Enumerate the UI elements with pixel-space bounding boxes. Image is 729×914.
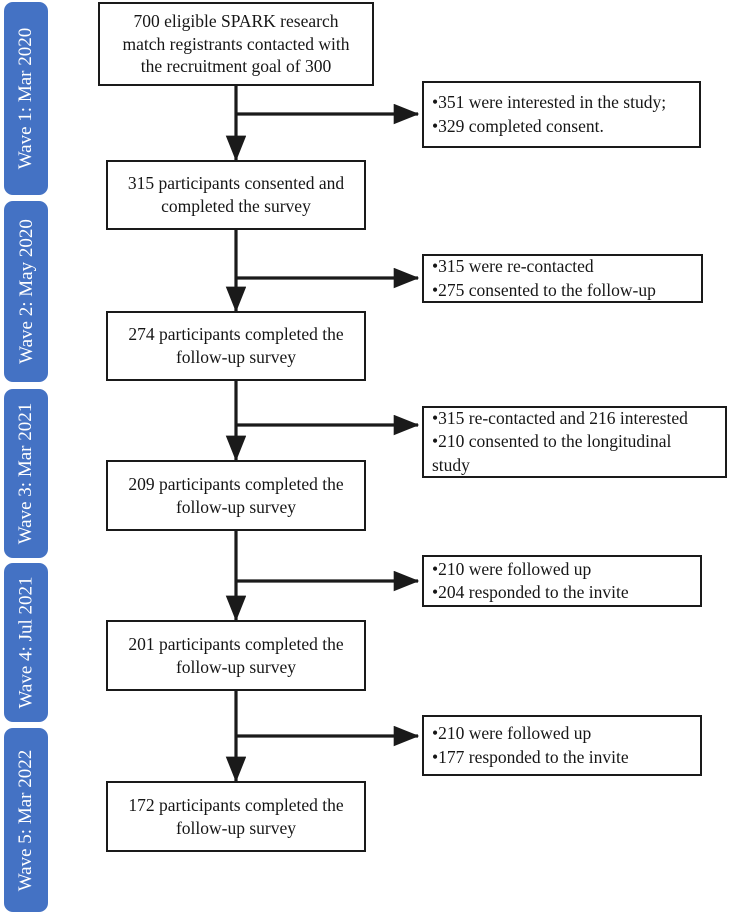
box-text-line: 201 participants completed the [128, 633, 344, 654]
box-text-line: the recruitment goal of 300 [140, 56, 332, 77]
bullet-line: •210 consented to the longitudinal [432, 431, 672, 452]
box-text-line: 274 participants completed the [128, 324, 344, 345]
bullet-line: •315 were re-contacted [432, 256, 594, 277]
bullet-line: •204 responded to the invite [432, 582, 629, 602]
box-text-line: 209 participants completed the [128, 473, 344, 494]
box-text-line: 172 participants completed the [128, 794, 344, 815]
wave-label-1: Wave 1: Mar 2020 [4, 2, 48, 195]
wave-label-text: Wave 3: Mar 2021 [15, 402, 37, 545]
box-text-line: 700 eligible SPARK research [133, 10, 339, 31]
bullet-line: •315 re-contacted and 216 interested [432, 408, 688, 429]
box-text-line: follow-up survey [175, 656, 297, 677]
wave-label-3: Wave 3: Mar 2021 [4, 389, 48, 558]
wave-label-text: Wave 4: Jul 2021 [15, 576, 37, 709]
box-text-line: follow-up survey [175, 817, 297, 838]
box-text-line: match registrants contacted with [122, 33, 350, 54]
wave-label-text: Wave 5: Mar 2022 [15, 749, 37, 891]
side-box-wave3-longitudinal: •315 re-contacted and 216 interested•210… [422, 406, 727, 478]
box-text-line: 315 participants consented and [127, 173, 345, 194]
side-box-wave2-recontact: •315 were re-contacted•275 consented to … [422, 254, 703, 303]
bullet-line: •177 responded to the invite [432, 746, 629, 767]
box-text-line: completed the survey [161, 196, 311, 216]
bullet-line: •210 were followed up [432, 723, 592, 744]
bullet-line: •351 were interested in the study; [432, 92, 667, 113]
bullet-line: •329 completed consent. [432, 115, 604, 136]
bullet-line: study [432, 454, 470, 475]
wave-label-text: Wave 1: Mar 2020 [15, 27, 37, 170]
side-box-wave4-invite: •210 were followed up •204 responded to t… [422, 555, 702, 607]
wave-label-5: Wave 5: Mar 2022 [4, 728, 48, 912]
wave-label-2: Wave 2: May 2020 [4, 201, 48, 382]
box-text-line: follow-up survey [175, 347, 297, 367]
side-box-wave1-interest: •351 were interested in the study;•329 c… [422, 81, 701, 148]
bullet-line: •275 consented to the follow-up [432, 279, 656, 300]
wave-label-4: Wave 4: Jul 2021 [4, 563, 48, 722]
bullet-line: •210 were followed up [432, 558, 592, 579]
side-box-wave5-invite: •210 were followed up•177 responded to t… [422, 715, 702, 776]
wave-label-text: Wave 2: May 2020 [15, 219, 37, 364]
box-text-line: follow-up survey [175, 496, 297, 517]
